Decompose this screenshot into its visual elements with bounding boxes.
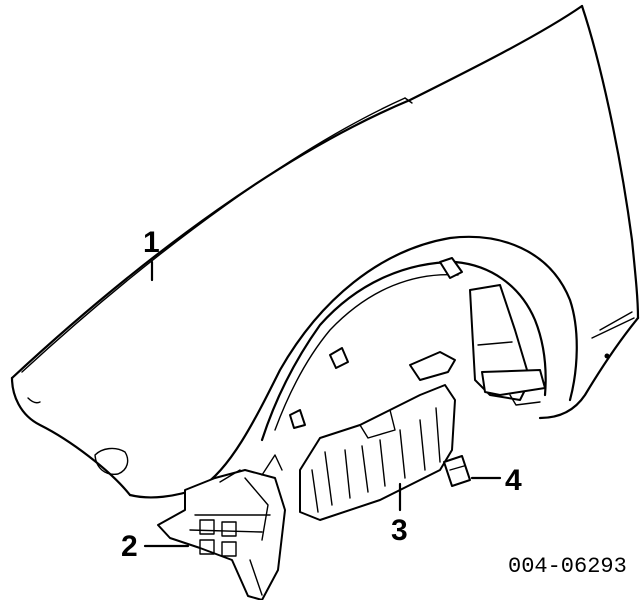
leader-lines	[143, 260, 502, 548]
clip-part	[443, 455, 471, 487]
splash-shield-part	[299, 351, 456, 521]
callout-1: 1	[143, 226, 160, 259]
callout-4: 4	[505, 464, 522, 497]
callout-2: 2	[121, 530, 138, 563]
reference-code: 004-06293	[508, 554, 627, 579]
callout-3: 3	[391, 514, 408, 547]
fender-part	[10, 4, 640, 499]
fender-bracket-part	[157, 454, 286, 600]
wheel-arch	[198, 235, 578, 490]
